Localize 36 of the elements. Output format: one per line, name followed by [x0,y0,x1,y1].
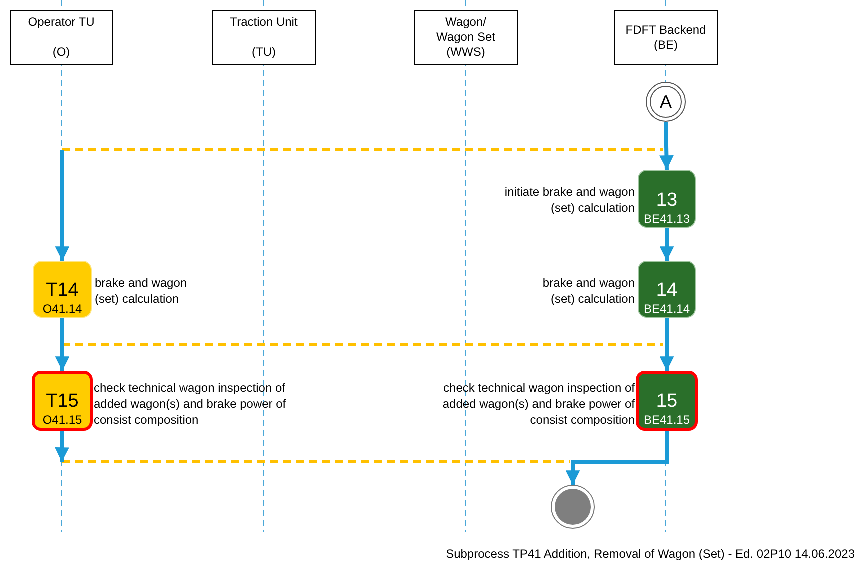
task-code: BE41.13 [644,212,690,226]
task-code: BE41.14 [644,302,690,316]
task-code: O41.14 [42,302,82,316]
flow-arrow [566,431,669,485]
connector-letter: A [660,93,672,111]
step-description: check technical wagon inspection of added wagon(s) and brake power of consist composition [442,380,635,428]
lane-header-box [10,10,113,65]
task-number: 13 [656,190,678,212]
flow-arrow [660,228,674,261]
flow-arrow [660,122,674,170]
flow-arrow [55,430,70,462]
step-description: check technical wagon inspection of added wagon(s) and brake power of consist composition [94,380,288,428]
task-number: 15 [656,391,678,413]
task-number: T15 [46,391,79,413]
task-code: BE41.15 [644,413,690,427]
lane-title: (TU) [252,45,276,60]
lane-title: Traction Unit [230,15,298,30]
lane-title: (BE) [654,38,678,52]
lane-title: (O) [52,45,70,60]
lane-title: Wagon/ Wagon Set [436,15,496,45]
task-code: O41.15 [42,413,82,427]
lane-title: (WWS) [446,45,486,60]
lane-header-box [414,10,518,65]
flow-arrow [55,318,70,371]
lane-header-box [212,10,316,65]
step-description: brake and wagon (set) calculation [95,274,188,306]
task-number: 14 [656,280,678,302]
lane-header-box [614,10,718,65]
step-description: initiate brake and wagon (set) calculation [504,184,635,216]
step-description: brake and wagon (set) calculation [542,274,635,306]
flow-arrow [660,318,674,371]
lane-title: Operator TU [28,15,95,30]
lane-title: FDFT Backend [626,22,706,38]
flow-arrow [55,150,70,261]
task-number: T14 [46,280,79,302]
caption: Subprocess TP41 Addition, Removal of Wagon (Set) - Ed. 02P10 14.06.2023 [446,546,855,563]
